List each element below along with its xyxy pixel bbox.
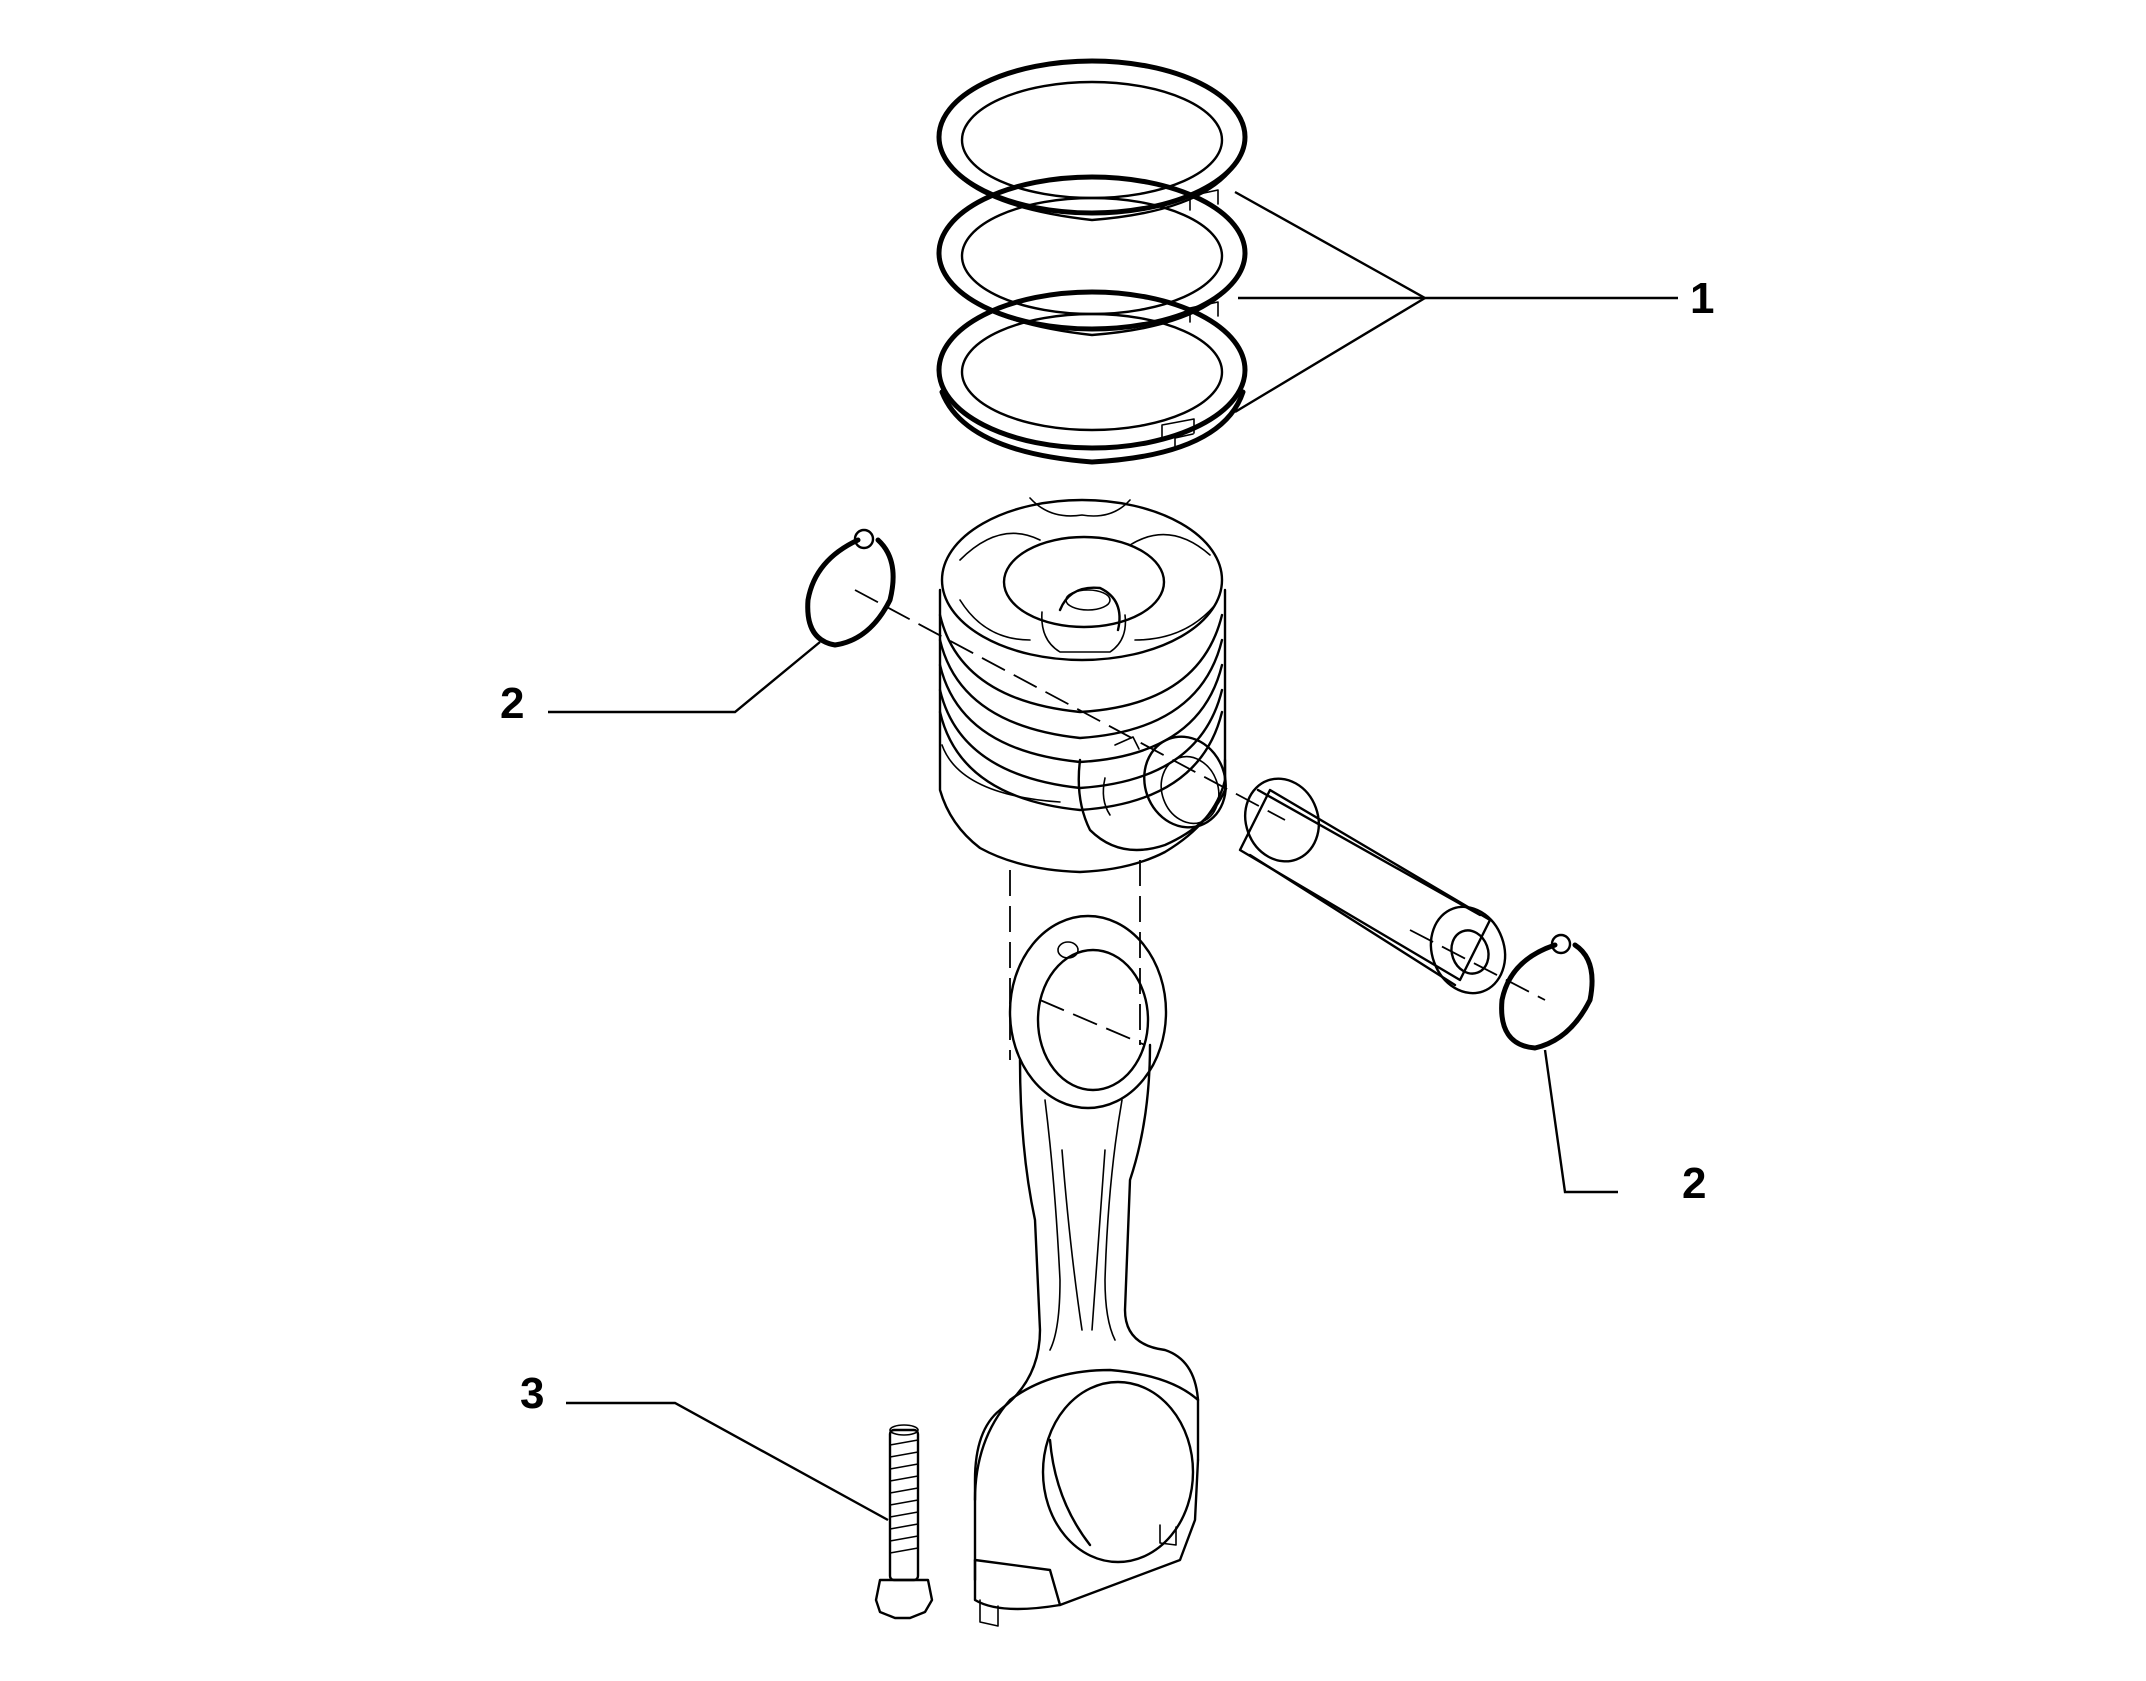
- leader-lines: [548, 190, 1678, 1522]
- callout-label-2-left: 2: [500, 679, 524, 728]
- assembly-axes: [854, 589, 1546, 1060]
- piston-ring-middle: [936, 174, 1248, 337]
- callout-label-3: 3: [520, 1369, 544, 1418]
- circlip-left: [805, 528, 896, 648]
- callout-label-1: 1: [1690, 274, 1714, 323]
- circlip-right: [1499, 933, 1595, 1051]
- piston: [938, 497, 1227, 874]
- piston-rings: [936, 58, 1248, 465]
- callout-label-2-right: 2: [1682, 1159, 1706, 1208]
- connecting-rod: [973, 914, 1200, 1627]
- piston-pin: [1238, 777, 1507, 995]
- bolt: [874, 1424, 934, 1620]
- piston-ring-bottom: [936, 289, 1248, 465]
